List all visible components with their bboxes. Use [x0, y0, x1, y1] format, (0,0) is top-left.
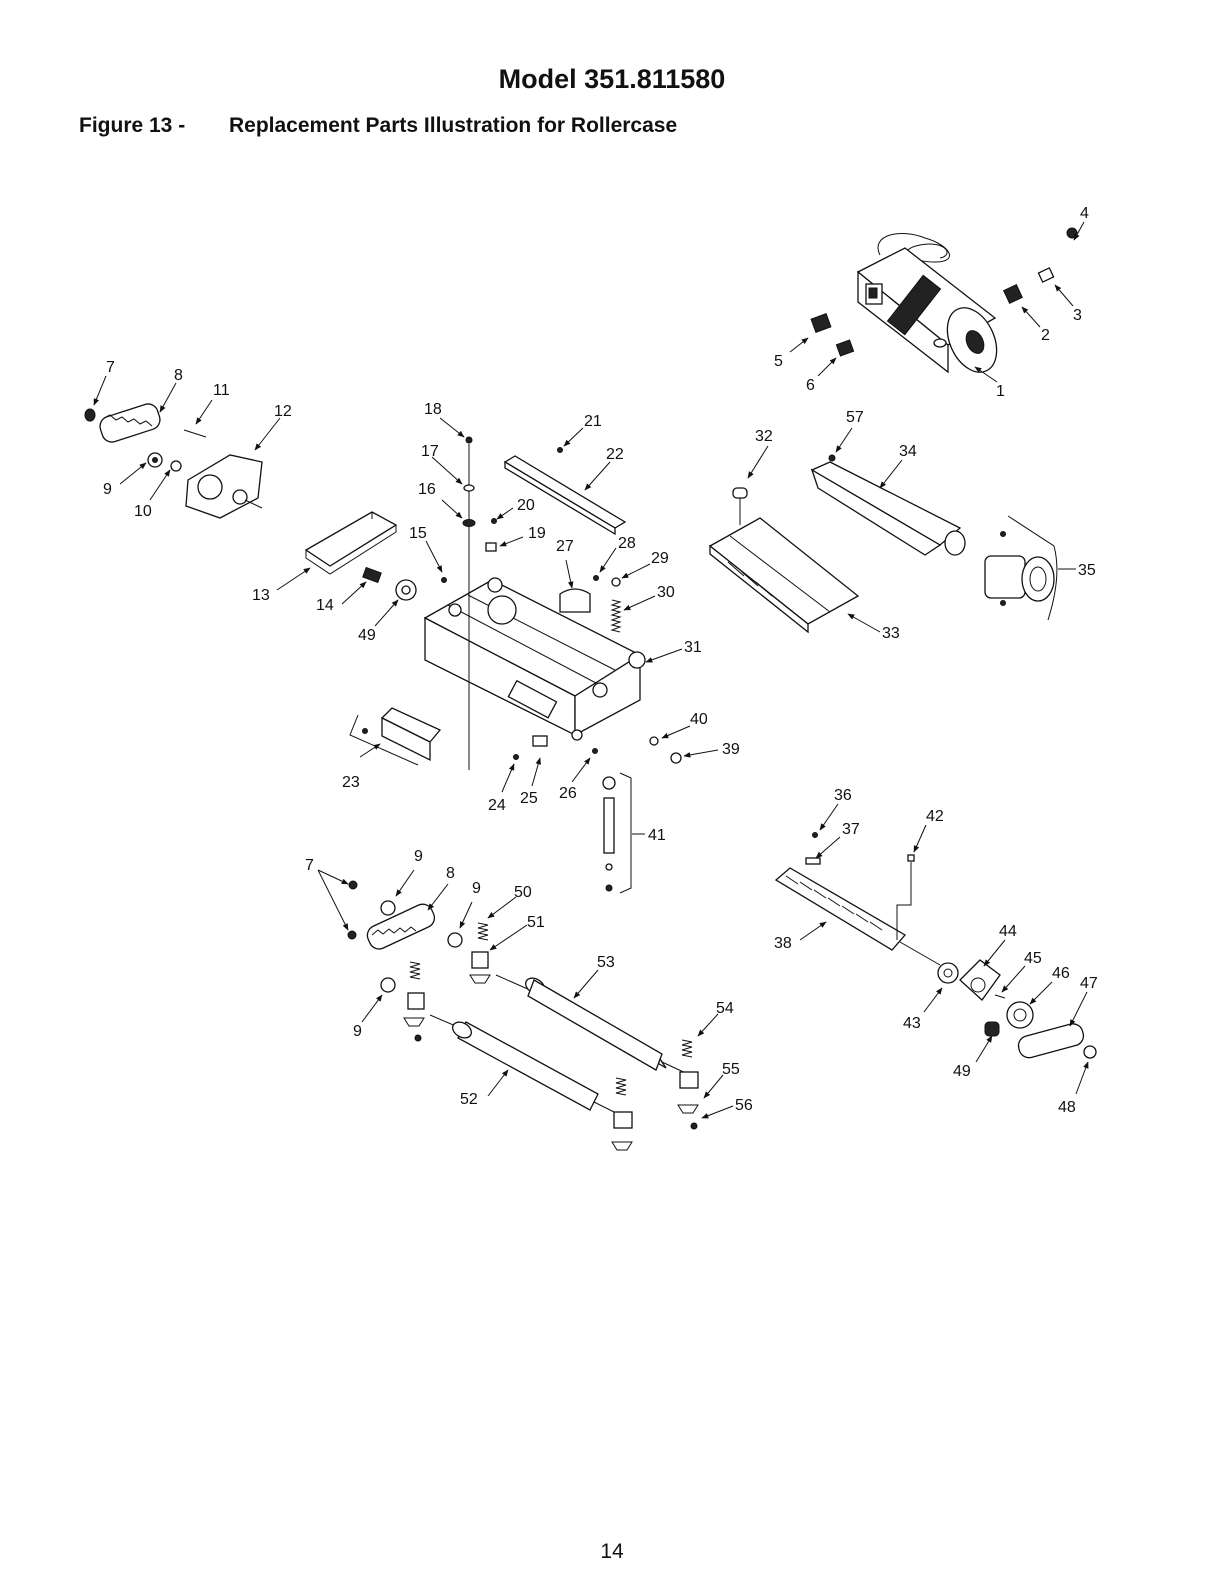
callout-2: 2: [1041, 327, 1050, 344]
callout-17: 17: [421, 443, 439, 460]
callout-9c: 9: [472, 880, 481, 897]
callout-44: 44: [999, 923, 1017, 940]
outfeed-roller: [429, 1014, 633, 1151]
callout-9a: 9: [103, 481, 112, 498]
callout-29: 29: [651, 550, 669, 567]
callout-42: 42: [926, 808, 944, 825]
callout-27: 27: [556, 538, 574, 555]
callout-37: 37: [842, 821, 860, 838]
callout-22: 22: [606, 446, 624, 463]
callout-54: 54: [716, 1000, 734, 1017]
callout-20: 20: [517, 497, 535, 514]
bracket-and-spring: [559, 575, 622, 633]
callout-55: 55: [722, 1061, 740, 1078]
callout-leaders: [93, 221, 1089, 1119]
callout-32: 32: [755, 428, 773, 445]
callout-28: 28: [618, 535, 636, 552]
callout-43: 43: [903, 1015, 921, 1032]
callout-47: 47: [1080, 975, 1098, 992]
motor-assembly: [856, 233, 998, 374]
callout-33: 33: [882, 625, 900, 642]
callout-52: 52: [460, 1091, 478, 1108]
callout-41: 41: [648, 827, 666, 844]
callout-36: 36: [834, 787, 852, 804]
column-assembly: [602, 772, 632, 894]
callout-7a: 7: [106, 359, 115, 376]
callout-7b: 7: [305, 857, 314, 874]
callout-19: 19: [528, 525, 546, 542]
callout-23: 23: [342, 774, 360, 791]
callout-51: 51: [527, 914, 545, 931]
page-number: 14: [600, 1540, 624, 1563]
callout-25: 25: [520, 790, 538, 807]
left-bearing-parts: [362, 566, 447, 601]
callout-16: 16: [418, 481, 436, 498]
infeed-roller: [495, 974, 699, 1130]
callout-34: 34: [899, 443, 917, 460]
callout-53: 53: [597, 954, 615, 971]
callout-45: 45: [1024, 950, 1042, 967]
callout-26: 26: [559, 785, 577, 802]
callout-40: 40: [690, 711, 708, 728]
callout-4: 4: [1080, 205, 1089, 222]
model-title: Model 351.811580: [498, 64, 726, 94]
elevation-rod-parts: [462, 436, 497, 770]
top-guard: [503, 447, 627, 536]
callout-56: 56: [735, 1097, 753, 1114]
callout-35: 35: [1078, 562, 1096, 579]
callout-9d: 9: [353, 1023, 362, 1040]
callout-24: 24: [488, 797, 506, 814]
callout-11: 11: [213, 382, 230, 399]
callout-49b: 49: [953, 1063, 971, 1080]
lower-chain-drive: [347, 880, 491, 1042]
cutterhead-assembly: [774, 832, 941, 966]
callout-38: 38: [774, 935, 792, 952]
callout-50: 50: [514, 884, 532, 901]
figure-caption: Figure 13 - Replacement Parts Illustratio…: [79, 114, 677, 138]
figure-title: Replacement Parts Illustration for Rolle…: [229, 114, 678, 137]
callout-5: 5: [774, 353, 783, 370]
callout-21: 21: [584, 413, 602, 430]
left-gearbox-assembly: [84, 403, 263, 519]
callout-1: 1: [996, 383, 1005, 400]
figure-number: Figure 13 -: [79, 114, 186, 137]
chip-deflector: [708, 487, 860, 634]
callout-9b: 9: [414, 848, 423, 865]
callout-numbers: 1 2 3 4 5 6 7 8 9 10 11 12 13 14 15 16 1…: [103, 205, 1098, 1116]
callout-57: 57: [846, 409, 864, 426]
callout-15: 15: [409, 525, 427, 542]
callout-39: 39: [722, 741, 740, 758]
chip-tray: [304, 511, 398, 575]
cutterhead-drive-parts: [937, 959, 1097, 1059]
callout-14: 14: [316, 597, 334, 614]
callout-31: 31: [684, 639, 702, 656]
callout-13: 13: [252, 587, 270, 604]
callout-18: 18: [424, 401, 442, 418]
callout-8b: 8: [446, 865, 455, 882]
callout-12: 12: [274, 403, 292, 420]
callout-6: 6: [806, 377, 815, 394]
callout-48: 48: [1058, 1099, 1076, 1116]
switch-plate: [349, 707, 682, 766]
callout-30: 30: [657, 584, 675, 601]
dust-hood: [810, 454, 966, 556]
callout-10: 10: [134, 503, 152, 520]
callout-3: 3: [1073, 307, 1082, 324]
callout-46: 46: [1052, 965, 1070, 982]
callout-49a: 49: [358, 627, 376, 644]
callout-8a: 8: [174, 367, 183, 384]
rollercase-frame: [423, 577, 646, 741]
dust-port-adapter: [984, 515, 1058, 621]
